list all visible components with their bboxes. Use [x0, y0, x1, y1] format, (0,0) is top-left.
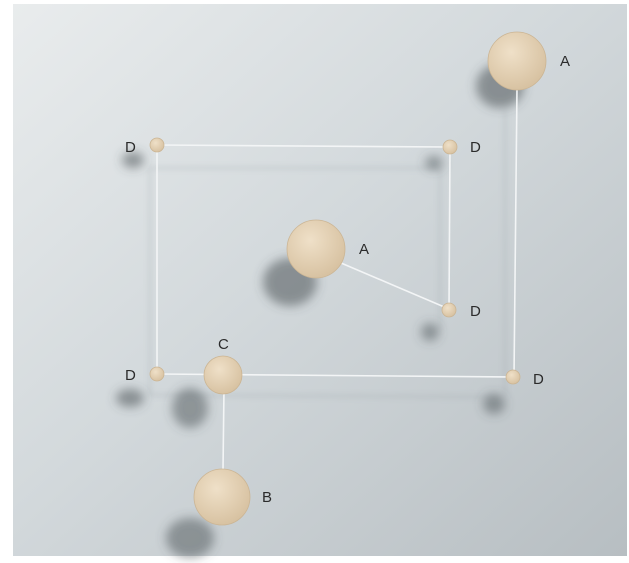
wire-right: [513, 87, 518, 378]
disc-d-bottom-left: [149, 366, 165, 382]
labels: A A C B D D D D D: [125, 53, 570, 506]
label-c: C: [218, 336, 229, 353]
wire-top: [156, 144, 451, 148]
disc-a-center: [286, 219, 346, 279]
label-d-top-left: D: [125, 139, 136, 156]
label-b: B: [262, 489, 272, 506]
wire-shadows: [149, 110, 506, 398]
disc-shadows: [116, 64, 524, 558]
disc-a-top: [487, 31, 547, 91]
photo-background: [13, 4, 627, 556]
label-d-top-right: D: [470, 139, 481, 156]
wire-center-a: [333, 259, 450, 310]
disc-d-top-right: [442, 139, 458, 155]
label-a-top: A: [560, 53, 570, 70]
disc-d-bottom-right: [505, 369, 521, 385]
disc-d-top-left: [149, 137, 165, 153]
discs: [149, 31, 547, 526]
wire-c-b: [222, 387, 225, 471]
wire-inner-right: [448, 146, 451, 310]
disc-c: [203, 355, 243, 395]
disc-b: [193, 468, 251, 526]
label-d-bottom-left: D: [125, 367, 136, 384]
label-d-mid-right: D: [470, 303, 481, 320]
disc-d-mid-right: [441, 302, 457, 318]
label-a-center: A: [359, 241, 369, 258]
label-d-bottom-right: D: [533, 371, 544, 388]
